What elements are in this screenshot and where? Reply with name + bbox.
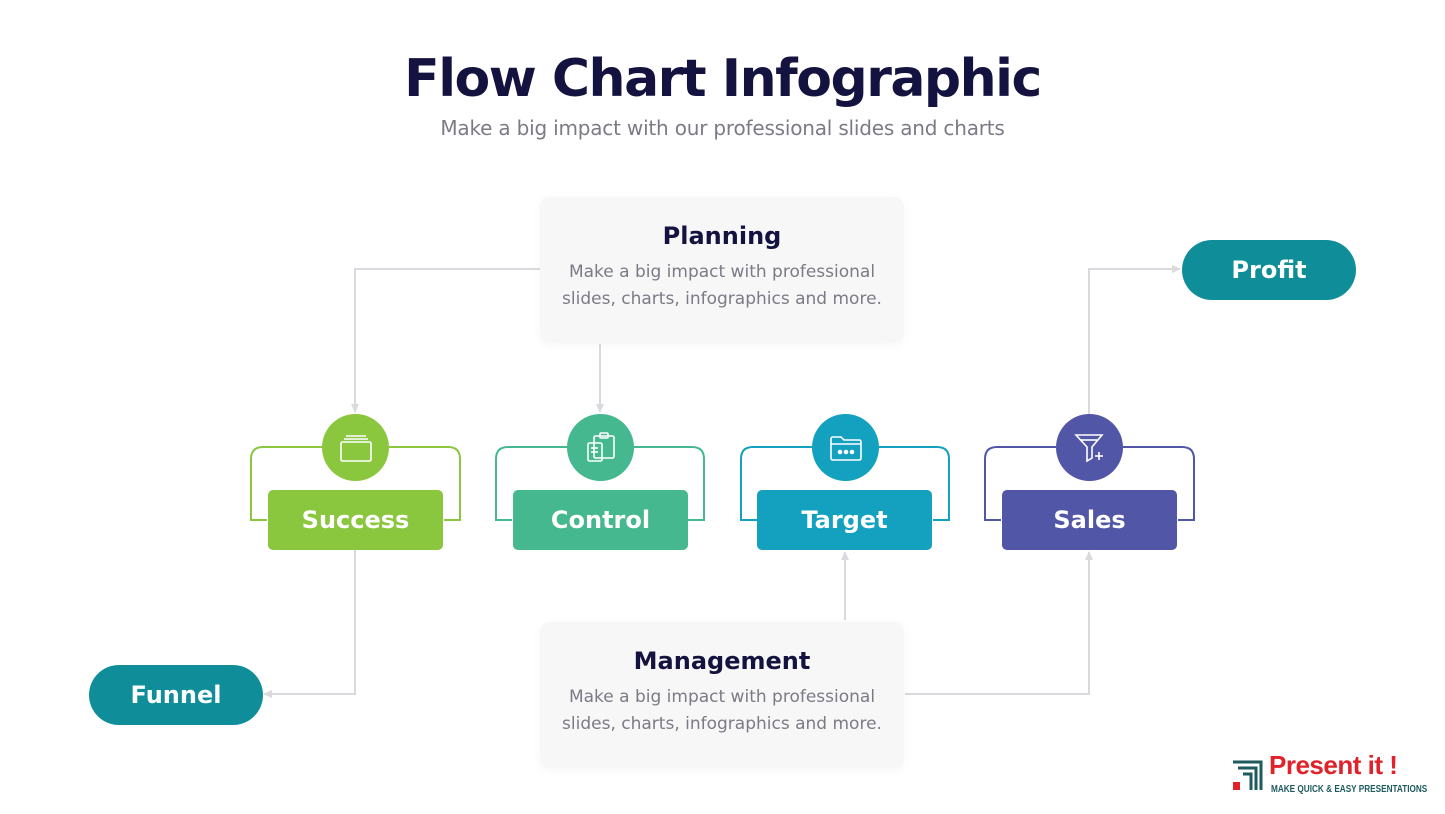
window-stack-icon [339,434,372,462]
folder-dots-icon [829,435,862,461]
page-subtitle: Make a big impact with our professional … [440,116,1005,140]
logo-mark-icon [1233,760,1263,790]
profit-pill: Profit [1182,240,1356,300]
page-title: Flow Chart Infographic [404,49,1042,109]
funnel-plus-icon [1073,433,1104,462]
planning-card: Planning Make a big impact with professi… [540,197,904,343]
funnel-pill: Funnel [89,665,263,725]
planning-title: Planning [662,222,782,250]
planning-text: Make a big impact with professional slid… [562,262,882,309]
bracket-target [740,446,950,521]
step-target: Target [757,490,932,550]
clipboard-copy-icon [586,431,615,462]
step-sales: Sales [1002,490,1177,550]
logo-name: Present it ! [1269,750,1398,780]
management-title: Management [633,647,811,675]
connector-planning-success [351,268,540,413]
connector-success-funnel [263,550,356,698]
bracket-sales [984,446,1195,521]
step-success: Success [268,490,443,550]
present-it-logo: Present it ! MAKE QUICK & EASY PRESENTAT… [1231,750,1431,800]
bracket-control [495,446,705,521]
step-control: Control [513,490,688,550]
management-text: Make a big impact with professional slid… [562,687,882,734]
success-icon-circle [322,414,389,481]
target-icon-circle [812,414,879,481]
logo-tagline: MAKE QUICK & EASY PRESENTATIONS [1271,784,1428,795]
connector-management-sales [905,551,1093,695]
bracket-success [250,446,461,521]
connector-sales-profit [1088,265,1181,414]
control-icon-circle [567,414,634,481]
management-card: Management Make a big impact with profes… [540,622,904,768]
sales-icon-circle [1056,414,1123,481]
